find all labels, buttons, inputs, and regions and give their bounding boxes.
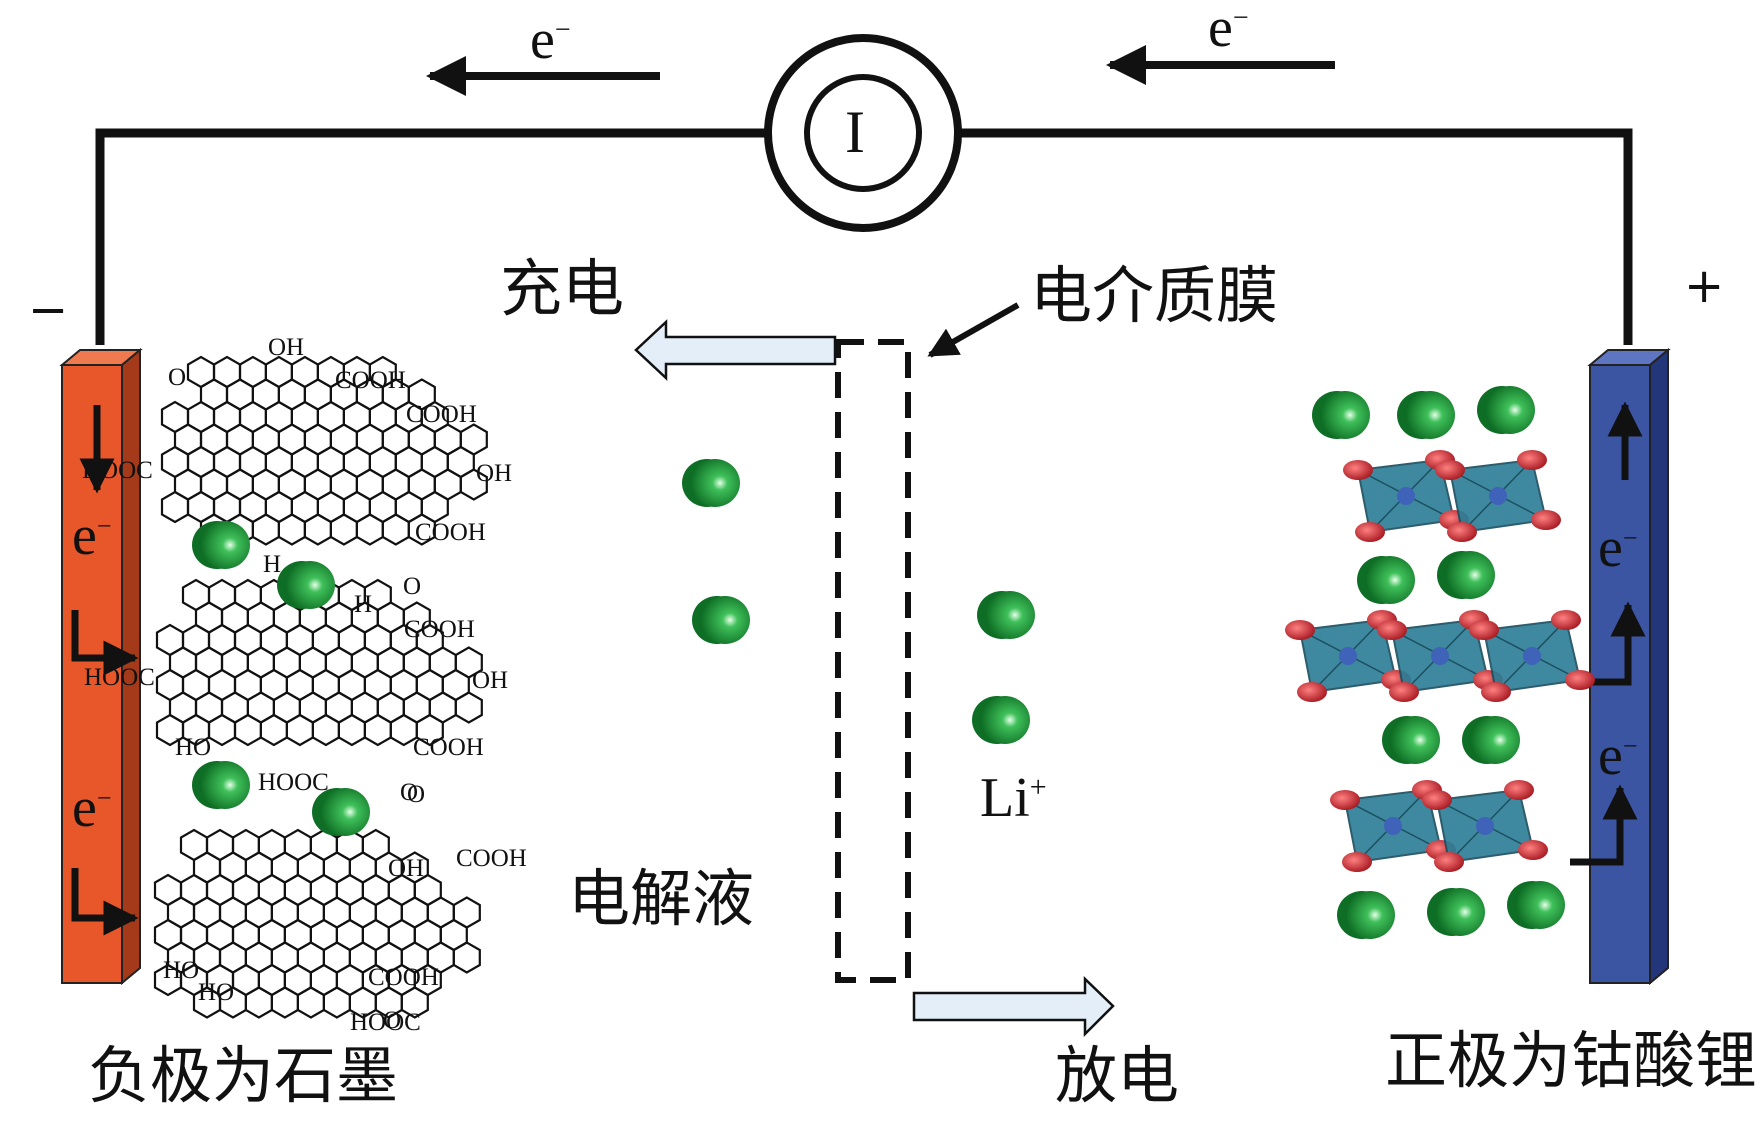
graphene-sheet-bottom [153, 828, 481, 1019]
functional-group-label: OH [472, 667, 509, 694]
cathode-electron-label-2: e− [1598, 725, 1638, 787]
li-ion-label: Li+ [980, 767, 1047, 829]
graphene-sheet-middle [155, 578, 483, 747]
li-ion [1382, 716, 1440, 764]
anode-electron-paths [71, 405, 139, 936]
li-ion [682, 459, 740, 507]
discharge-arrow [912, 976, 1115, 1038]
li-ion [692, 596, 750, 644]
positive-terminal-sign: + [1684, 258, 1725, 314]
li-ion [1357, 556, 1415, 604]
functional-group-label: COOH [404, 616, 475, 643]
anode-caption: 负极为石墨 [88, 1039, 399, 1112]
functional-group-label: HO [163, 957, 200, 984]
electrolyte-membrane [835, 339, 911, 983]
crystal-layer-bottom [1330, 780, 1548, 872]
functional-group-label: H [354, 591, 373, 618]
cathode-caption: 正极为钴酸锂 [1385, 1024, 1758, 1097]
li-ion [192, 761, 250, 809]
ammeter [764, 34, 962, 232]
li-ion [1507, 881, 1565, 929]
meter-symbol: I [845, 99, 865, 165]
functional-group-label: HO [175, 734, 212, 761]
graphene-layers [153, 355, 488, 1019]
functional-group-label: HO [198, 979, 235, 1006]
cathode-electrode [1587, 347, 1671, 986]
circuit-wire [95, 128, 1633, 345]
functional-group-label: HOOC [350, 1009, 421, 1036]
functional-group-label: OH [268, 334, 305, 361]
negative-terminal-sign: − [28, 282, 69, 338]
functional-group-label: COOH [368, 964, 439, 991]
li-ion [1477, 386, 1535, 434]
functional-group-label: O [383, 1007, 402, 1034]
li-ion [1397, 391, 1455, 439]
membrane-label: 电介质膜 [1030, 259, 1279, 332]
functional-group-label: HOOC [258, 769, 329, 796]
functional-group-label: COOH [456, 845, 527, 872]
li-ion [1462, 716, 1520, 764]
functional-group-label: HOOC [82, 457, 153, 484]
li-ion [1312, 391, 1370, 439]
lithium-cobalt-oxide-structure [1285, 450, 1595, 872]
functional-group-label: HOOC [84, 664, 155, 691]
discharge-label: 放电 [1055, 1039, 1180, 1112]
membrane-pointer [927, 302, 1020, 358]
electron-label-top-right: e− [1208, 0, 1249, 59]
crystal-layer-top [1343, 450, 1561, 542]
functional-group-label: OH [476, 460, 513, 487]
functional-group-label: O [407, 781, 426, 808]
li-ion [312, 788, 370, 836]
functional-group-label: OH [388, 855, 425, 882]
functional-group-label: H [263, 551, 282, 578]
li-ion [1337, 891, 1395, 939]
li-ion [192, 521, 250, 569]
electron-label-top-left: e− [530, 9, 571, 71]
anode-electron-label-2: e− [72, 777, 112, 839]
li-ion [1437, 551, 1495, 599]
charge-arrow [634, 319, 837, 381]
functional-group-label: COOH [406, 401, 477, 428]
cathode-electron-paths [1570, 401, 1646, 866]
graphene-sheet-top [160, 355, 488, 546]
li-ion [977, 591, 1035, 639]
functional-group-label: COOH [413, 734, 484, 761]
crystal-layer-middle [1285, 610, 1595, 702]
functional-group-label: O [168, 364, 187, 391]
functional-group-label: O [400, 779, 419, 806]
lithium-ions [192, 386, 1565, 939]
li-ion [1427, 888, 1485, 936]
li-ion [972, 696, 1030, 744]
cathode-electron-label-1: e− [1598, 517, 1638, 579]
functional-group-label: COOH [335, 367, 406, 394]
anode-electron-label-1: e− [72, 505, 112, 567]
functional-group-label: O [403, 573, 422, 600]
electrolyte-label: 电解液 [568, 862, 755, 935]
functional-group-label: COOH [415, 519, 486, 546]
charge-label: 充电 [500, 252, 625, 325]
li-ion [277, 561, 335, 609]
